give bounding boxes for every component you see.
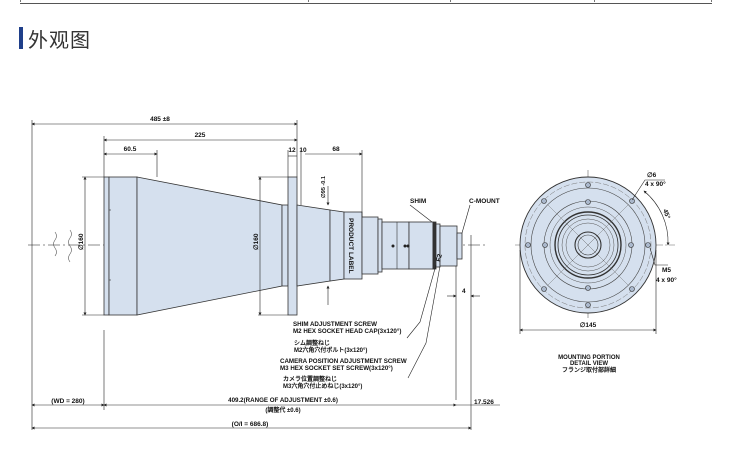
screw-dot xyxy=(403,244,407,248)
dim-overall-length: 485 ±8 xyxy=(150,116,170,123)
detail-title-2: DETAIL VIEW xyxy=(570,361,608,367)
screw-dot xyxy=(406,244,410,248)
table-column-divider xyxy=(450,0,451,2)
dim-225: 225 xyxy=(195,132,206,139)
camera-screw-spec: M3 HEX SOCKET SET SCREW(3x120°) xyxy=(280,365,393,372)
pcd-label: ∅145 xyxy=(580,321,597,329)
top-table-border xyxy=(20,0,712,4)
detail-title-1: MOUNTING PORTION xyxy=(558,355,620,361)
front-ring xyxy=(103,176,110,316)
section-title: 外观图 xyxy=(28,27,91,52)
c-mount-label: C-MOUNT xyxy=(469,198,500,205)
detail-title-jp: フランジ取付部詳細 xyxy=(562,366,616,374)
shim-screw-label: SHIM ADJUSTMENT SCREW xyxy=(293,321,377,328)
dim-dia-160-left: ∅160 xyxy=(77,233,85,250)
c-mount-thread xyxy=(456,232,463,260)
camera-screw-label-jp: カメラ位置調整ねじ xyxy=(283,375,337,383)
dim-object-image-distance: (O/I = 686.8) xyxy=(232,421,269,428)
dim-10: 10 xyxy=(299,147,307,154)
mounting-detail-view: ∅6 4 x 90° 45° M5 4 x 90° ∅145 MOUNTING … xyxy=(515,170,677,374)
dim-offset: 17.526 xyxy=(474,399,494,406)
lens-body xyxy=(103,176,463,316)
table-column-divider xyxy=(20,0,21,2)
camera-screw-spec-jp: M3六角穴付止めねじ(3x120°) xyxy=(283,382,362,390)
table-column-divider xyxy=(711,0,712,2)
hole-pattern-label: 4 x 90° xyxy=(645,180,666,188)
camera-screw-label: CAMERA POSITION ADJUSTMENT SCREW xyxy=(280,358,407,365)
shim-screw-spec: M2 HEX SOCKET HEAD CAP(3x120°) xyxy=(293,328,401,335)
mounting-flange xyxy=(287,176,298,316)
table-column-divider xyxy=(594,0,595,2)
screw-dot xyxy=(391,244,395,248)
hole-diameter-label: ∅6 xyxy=(647,171,657,179)
dim-60-5: 60.5 xyxy=(124,146,137,153)
dim-68: 68 xyxy=(332,146,340,153)
angle-label: 45° xyxy=(661,208,672,220)
dim-dia-95: ∅95 -0.1 xyxy=(320,176,327,198)
dim-adjustment-range: 409.2(RANGE OF ADJUSTMENT ±0.6) xyxy=(228,397,338,404)
dim-working-distance: (WD = 280) xyxy=(51,398,84,405)
thread-label: M5 xyxy=(662,267,671,274)
shim-label: SHIM xyxy=(410,198,426,205)
dim-dia-160-right: ∅160 xyxy=(252,233,260,250)
front-barrel xyxy=(108,176,138,316)
shim-screw-label-jp: シム調整ねじ xyxy=(294,339,330,347)
shim-screw-spec-jp: M2六角穴付ボルト(3x120°) xyxy=(294,346,367,354)
dim-12: 12 xyxy=(288,147,296,154)
dim-4: 4 xyxy=(462,288,466,295)
break-line xyxy=(68,229,72,263)
f-number-label: F2 xyxy=(435,253,444,263)
section-heading: 外观图 xyxy=(19,25,91,52)
heading-accent-bar xyxy=(19,27,23,49)
break-line xyxy=(53,231,57,257)
thread-pattern-label: 4 x 90° xyxy=(656,276,677,284)
dim-adjustment-range-jp: (調整代 ±0.6) xyxy=(265,406,300,414)
table-column-divider xyxy=(308,0,309,2)
product-label-text: PRODUCT LABEL xyxy=(347,218,354,274)
